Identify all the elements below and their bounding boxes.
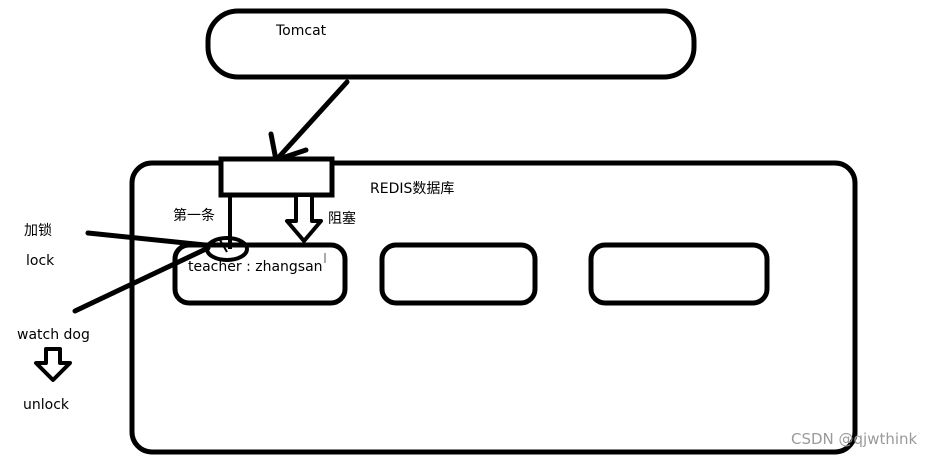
blocked-arrow [285,193,323,243]
csdn-watermark: CSDN @qjwthink [791,430,918,448]
lock-ellipse [205,236,249,262]
key-value-label: teacher : zhangsan [188,259,323,275]
key-value-box-2 [379,242,538,306]
watch-dog-line [72,245,211,314]
first-item-label: 第一条 [173,208,215,224]
tomcat-to-gate-arrow-line [275,79,350,161]
tomcat-box [205,8,697,80]
key-value-box-3 [588,242,770,306]
lock-gate-box [218,156,335,198]
redis-database-box [129,160,858,455]
lock-pointer-line [85,230,208,248]
blocked-label: 阻塞 [328,211,356,227]
lock-ellipse-tick [219,239,228,253]
redis-database-label: REDIS数据库 [370,181,455,197]
add-lock-label: 加锁 [24,223,52,239]
key-value-box-1 [172,242,348,306]
unlock-label: unlock [23,397,70,413]
watch-dog-label: watch dog [17,327,90,343]
lock-label: lock [26,253,55,269]
unlock-arrow [34,347,72,382]
tomcat-label: Tomcat [276,23,327,39]
